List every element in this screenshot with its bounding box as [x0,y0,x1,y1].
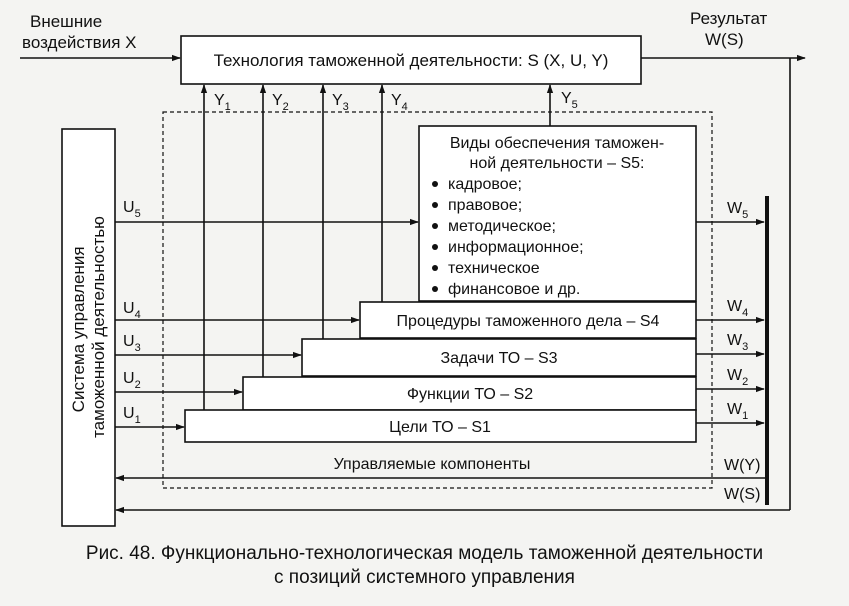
component-box-s2 [242,376,697,411]
external-input-label-2: воздействия X [22,33,136,52]
component-label-s1: Цели ТО – S1 [389,419,491,436]
technology-box [180,35,642,85]
y5-label: Y5 [561,90,578,111]
feedback-wy-label: W(Y) [724,457,760,474]
bullet-icon [432,202,438,208]
component-label-s2: Функции ТО – S2 [407,386,533,403]
component-label-s4: Процедуры таможенного дела – S4 [397,313,660,330]
caption-line-2: с позиций системного управления [274,567,575,588]
u4-label: U4 [123,300,141,321]
control-system-box [61,128,116,527]
bullet-icon [432,223,438,229]
w4-label: W4 [727,298,748,319]
component-label-s3: Задачи ТО – S3 [440,350,557,367]
bullet-icon [432,244,438,250]
u3-label: U3 [123,333,141,354]
external-input-label-1: Внешние [30,12,102,31]
y1-label: Y1 [214,92,231,113]
technology-box-label: Технология таможенной деятельности: S (X… [214,51,609,70]
managed-components-label: Управляемые компоненты [334,456,531,473]
support-item: техническое [448,260,540,277]
y2-label: Y2 [272,92,289,113]
support-item: информационное; [448,239,584,256]
figure-caption: Рис. 48. Функционально-технологическая м… [0,542,849,590]
managed-area-frame [162,111,713,489]
result-label-2: W(S) [705,30,744,49]
w1-label: W1 [727,401,748,422]
support-box-s5 [418,125,697,302]
u1-label: U1 [123,405,141,426]
bullet-icon [432,181,438,187]
support-list: кадровое; правовое; методическое; информ… [432,176,584,298]
support-item: правовое; [448,197,522,214]
y3-label: Y3 [332,92,349,113]
component-box-s1 [184,409,697,443]
support-item: финансовое и др. [448,281,580,298]
feedback-ws-label: W(S) [724,486,760,503]
bullet-icon [432,286,438,292]
u5-label: U5 [123,199,141,220]
y4-label: Y4 [391,92,408,113]
component-box-s3 [301,338,697,377]
caption-line-1: Рис. 48. Функционально-технологическая м… [85,543,764,564]
control-system-label: Система управления таможенной деятельнос… [69,216,108,438]
support-box-title-2: ной деятельности – S5: [469,155,644,172]
support-item: кадровое; [448,176,522,193]
result-label-1: Результат [690,9,768,28]
support-item: методическое; [448,218,556,235]
w3-label: W3 [727,332,748,353]
bullet-icon [432,265,438,271]
diagram: Внешние воздействия X Технология таможен… [20,9,806,527]
w2-label: W2 [727,367,748,388]
support-box-title-1: Виды обеспечения таможен- [450,135,664,152]
u2-label: U2 [123,370,141,391]
w5-label: W5 [727,200,748,221]
